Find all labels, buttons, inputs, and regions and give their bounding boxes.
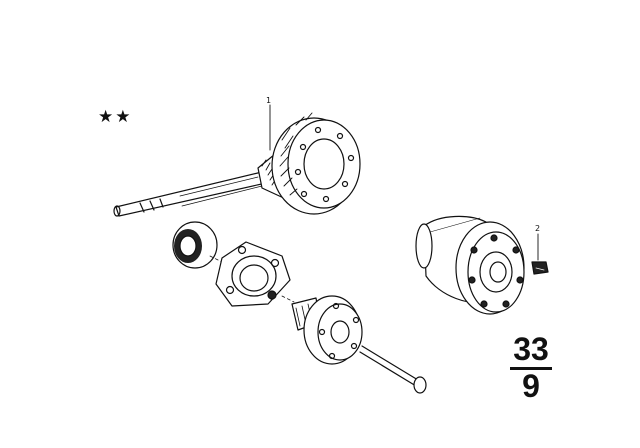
pinion-shaft-and-ring-gear [113, 104, 361, 217]
bearing-cover [215, 241, 295, 307]
callout-part-1: 1 [266, 96, 272, 105]
sub-group-number: 9 [522, 368, 540, 404]
main-group-number: 33 [513, 331, 549, 367]
differential-case [415, 215, 525, 315]
marker-stars: ★★ [98, 107, 133, 127]
callout-part-2: 2 [535, 224, 541, 233]
bolt [531, 233, 549, 275]
shaft-seal [172, 221, 223, 269]
output-flange [291, 295, 427, 394]
group-divider [510, 367, 552, 370]
